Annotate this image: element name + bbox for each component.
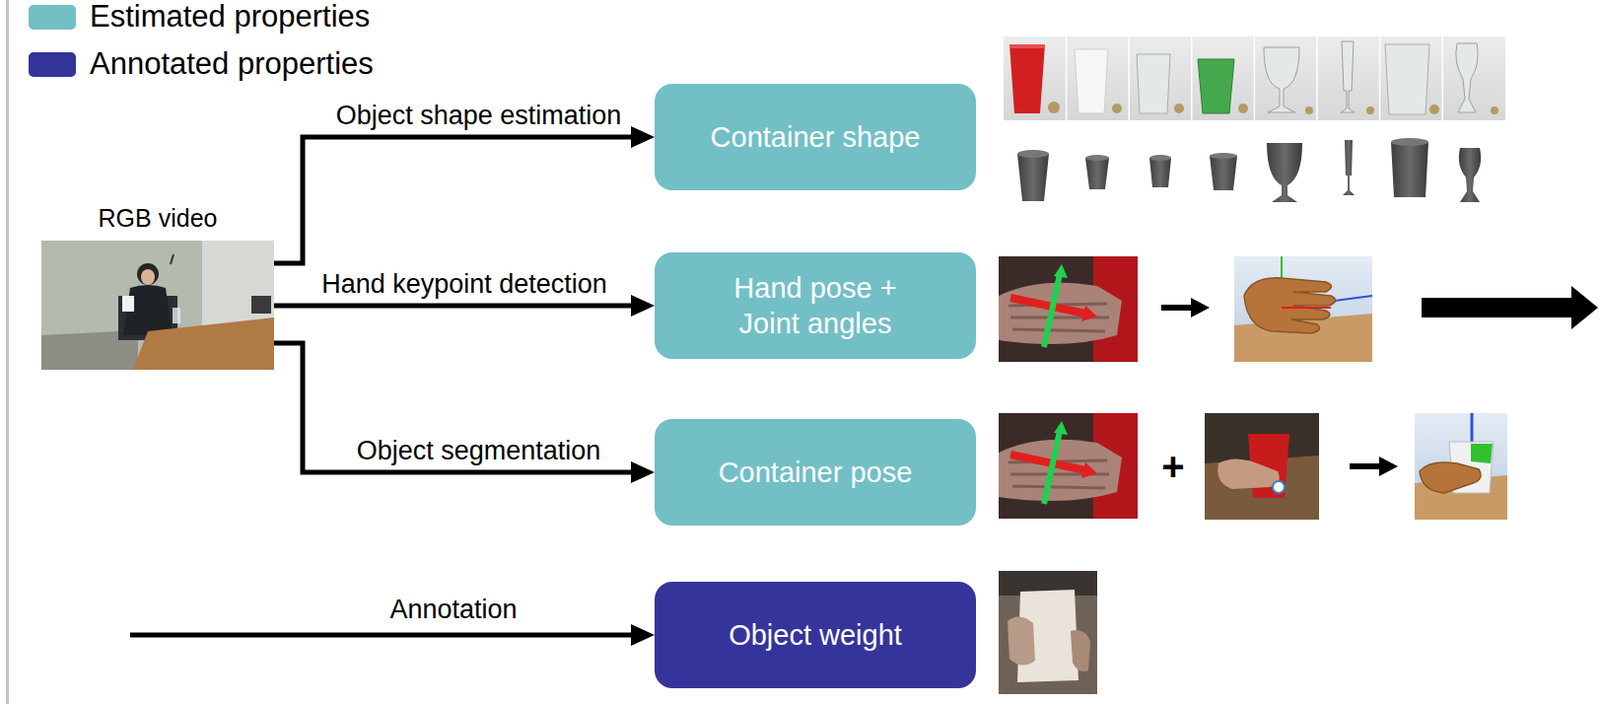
node-text: Object weight <box>728 617 903 653</box>
legend-item: Annotated properties <box>28 47 374 81</box>
annotation-arrow <box>130 624 655 646</box>
container-meshes <box>1017 138 1481 203</box>
legend-item: Estimated properties <box>28 0 370 34</box>
legend-text: Annotated properties <box>89 47 374 81</box>
estimated-box: Hand pose + Joint angles <box>654 252 976 359</box>
video-frame <box>41 240 275 370</box>
plus-sign: + <box>1157 444 1188 488</box>
node-heading: RGB video <box>98 204 218 233</box>
video-node: RGB video <box>41 240 275 370</box>
arrow-head <box>630 461 655 484</box>
container-photos <box>1003 36 1506 121</box>
estimated-box: Container shape <box>654 83 976 191</box>
estimated-box: Container pose <box>654 418 976 526</box>
connector-line <box>274 343 633 473</box>
annotated-box: Object weight <box>654 581 976 689</box>
arrow-head <box>630 126 655 148</box>
connector-line <box>274 137 633 264</box>
small-arrow <box>1349 456 1398 477</box>
hand-model <box>1234 256 1373 362</box>
hand-photo <box>998 413 1138 519</box>
weight-photo <box>998 570 1098 695</box>
connector-line <box>274 303 633 309</box>
legend-swatch <box>28 4 76 30</box>
edge-label: Object segmentation <box>352 435 606 467</box>
node-text: Container shape <box>710 119 921 155</box>
legend-text: Estimated properties <box>89 0 370 34</box>
hand-photo <box>998 256 1138 362</box>
legend-swatch <box>28 52 76 77</box>
small-arrow <box>1161 297 1210 318</box>
node-text: Container pose <box>718 454 913 490</box>
connector <box>274 126 655 264</box>
annotation-label: Annotation <box>385 595 521 626</box>
pose-model <box>1414 413 1508 520</box>
connector <box>274 343 655 484</box>
cup-photo <box>1204 413 1320 520</box>
node-text: Hand pose + Joint angles <box>709 270 922 343</box>
edge-label: Hand keypoint detection <box>317 269 612 300</box>
edge-label: Object shape estimation <box>332 100 627 132</box>
big-arrow <box>1421 285 1599 330</box>
arrow-head <box>630 294 655 317</box>
